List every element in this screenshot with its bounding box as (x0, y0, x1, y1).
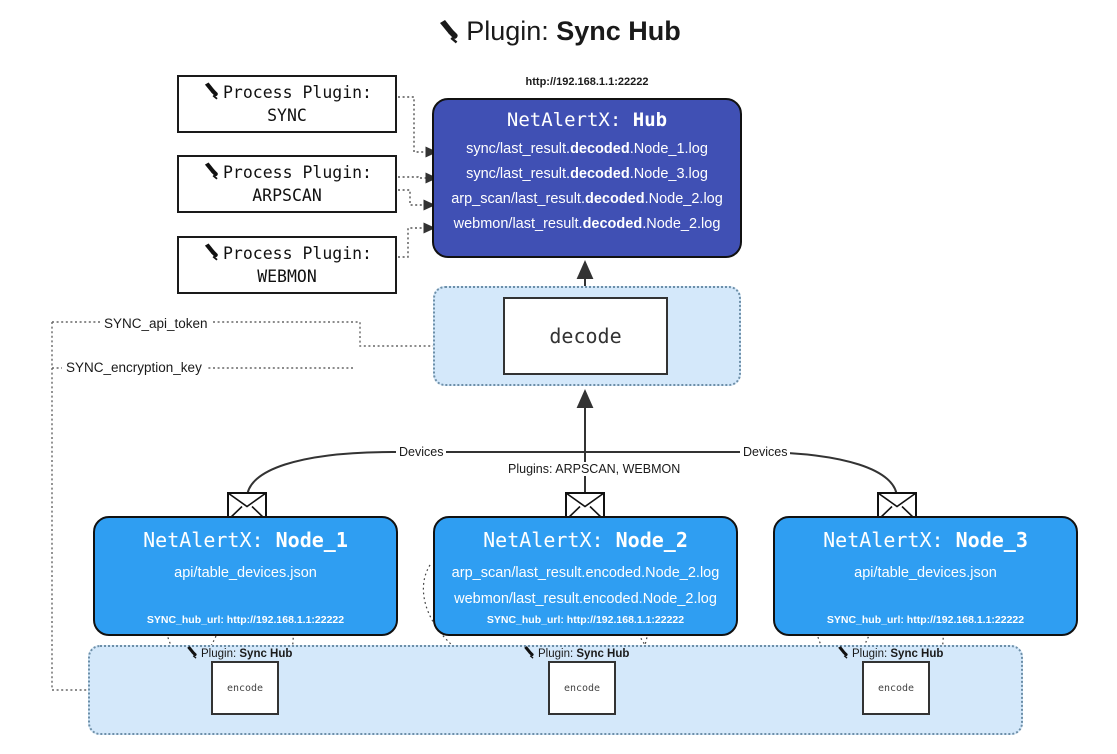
node-title-name: Node_2 (615, 528, 688, 552)
plug-icon (202, 242, 221, 267)
process-plugin-name: SYNC (267, 106, 307, 125)
hub-line-pre: webmon/last_result. (453, 216, 583, 232)
node-title: NetAlertX: Node_3 (775, 528, 1076, 552)
page-title: Plugin: Sync Hub (0, 16, 1117, 51)
plug-icon (202, 161, 221, 186)
hub-line-bold: decoded (570, 141, 630, 157)
node-box-node-3[interactable]: NetAlertX: Node_3 api/table_devices.json… (773, 516, 1078, 636)
encode-caption-prefix: Plugin: (201, 647, 237, 660)
process-plugin-label: Process Plugin: (222, 83, 372, 103)
hub-line-bold: decoded (582, 216, 643, 232)
hub-line-post: .Node_1.log (629, 141, 708, 157)
title-name: Sync Hub (556, 16, 681, 46)
hub-url-label: http://192.168.1.1:22222 (525, 76, 649, 88)
encode-caption-prefix: Plugin: (852, 647, 888, 660)
process-plugin-arpscan[interactable]: Process Plugin: ARPSCAN (177, 155, 397, 213)
process-plugin-webmon[interactable]: Process Plugin: WEBMON (177, 236, 397, 294)
node-box-node-1[interactable]: NetAlertX: Node_1 api/table_devices.json… (93, 516, 398, 636)
node-title-prefix: NetAlertX: (823, 528, 944, 552)
decode-box[interactable]: decode (503, 297, 668, 375)
hub-log-line: sync/last_result.decoded.Node_1.log (434, 137, 740, 162)
encode-box[interactable]: encode (211, 661, 279, 715)
node-title: NetAlertX: Node_2 (435, 528, 736, 552)
hub-line-post: .Node_3.log (629, 166, 708, 182)
node-lines: arp_scan/last_result.encoded.Node_2.log … (435, 560, 736, 612)
plug-icon (185, 645, 199, 662)
node-title: NetAlertX: Node_1 (95, 528, 396, 552)
edge-label-left-devices: Devices (396, 445, 447, 459)
plug-icon (436, 18, 462, 51)
node-title-prefix: NetAlertX: (143, 528, 264, 552)
node-hub-url: SYNC_hub_url: http://192.168.1.1:22222 (486, 614, 685, 626)
process-plugin-sync[interactable]: Process Plugin: SYNC (177, 75, 397, 133)
process-plugin-name: ARPSCAN (252, 186, 322, 205)
encode-caption: Plugin: Sync Hub (522, 645, 629, 662)
node-title-prefix: NetAlertX: (483, 528, 604, 552)
hub-line-post: .Node_2.log (642, 216, 721, 232)
node-lines: api/table_devices.json (95, 560, 396, 586)
node-hub-url: SYNC_hub_url: http://192.168.1.1:22222 (826, 614, 1025, 626)
hub-line-pre: sync/last_result. (466, 141, 571, 157)
plug-icon (202, 81, 221, 106)
encode-caption: Plugin: Sync Hub (185, 645, 292, 662)
encode-caption: Plugin: Sync Hub (836, 645, 943, 662)
node-lines: api/table_devices.json (775, 560, 1076, 586)
title-prefix: Plugin: (466, 16, 549, 46)
node-box-node-2[interactable]: NetAlertX: Node_2 arp_scan/last_result.e… (433, 516, 738, 636)
param-label-api-token: SYNC_api_token (100, 316, 212, 331)
envelope-icon (565, 492, 605, 521)
hub-title: NetAlertX: Hub (434, 109, 740, 131)
hub-line-post: .Node_2.log (644, 191, 723, 207)
hub-node[interactable]: NetAlertX: Hub sync/last_result.decoded.… (432, 98, 742, 258)
process-plugin-label: Process Plugin: (222, 244, 372, 264)
encode-caption-name: Sync Hub (576, 647, 630, 660)
hub-log-line: sync/last_result.decoded.Node_3.log (434, 162, 740, 187)
hub-line-pre: arp_scan/last_result. (451, 191, 585, 207)
hub-line-bold: decoded (584, 191, 645, 207)
hub-line-bold: decoded (570, 166, 630, 182)
process-plugin-label: Process Plugin: (222, 163, 372, 183)
hub-log-line: arp_scan/last_result.decoded.Node_2.log (434, 187, 740, 212)
node-title-name: Node_3 (955, 528, 1028, 552)
node-hub-url: SYNC_hub_url: http://192.168.1.1:22222 (146, 614, 345, 626)
encode-caption-prefix: Plugin: (538, 647, 574, 660)
encode-box[interactable]: encode (862, 661, 930, 715)
edge-label-center-plugins: Plugins: ARPSCAN, WEBMON (505, 462, 684, 476)
node-resource-line: webmon/last_result.encoded.Node_2.log (454, 591, 717, 607)
hub-line-pre: sync/last_result. (466, 166, 571, 182)
plug-icon (836, 645, 850, 662)
encode-caption-name: Sync Hub (890, 647, 944, 660)
hub-log-line: webmon/last_result.decoded.Node_2.log (434, 212, 740, 237)
param-label-encryption-key: SYNC_encryption_key (62, 360, 206, 375)
encode-box[interactable]: encode (548, 661, 616, 715)
node-resource-line: arp_scan/last_result.encoded.Node_2.log (451, 565, 720, 581)
hub-title-prefix: NetAlertX: (506, 109, 622, 131)
encode-caption-name: Sync Hub (239, 647, 293, 660)
edge-label-right-devices: Devices (740, 445, 791, 459)
node-title-name: Node_1 (275, 528, 348, 552)
node-resource-line: api/table_devices.json (854, 565, 997, 581)
process-plugin-name: WEBMON (257, 267, 317, 286)
node-resource-line: api/table_devices.json (174, 565, 317, 581)
plug-icon (522, 645, 536, 662)
hub-title-name: Hub (632, 109, 668, 131)
